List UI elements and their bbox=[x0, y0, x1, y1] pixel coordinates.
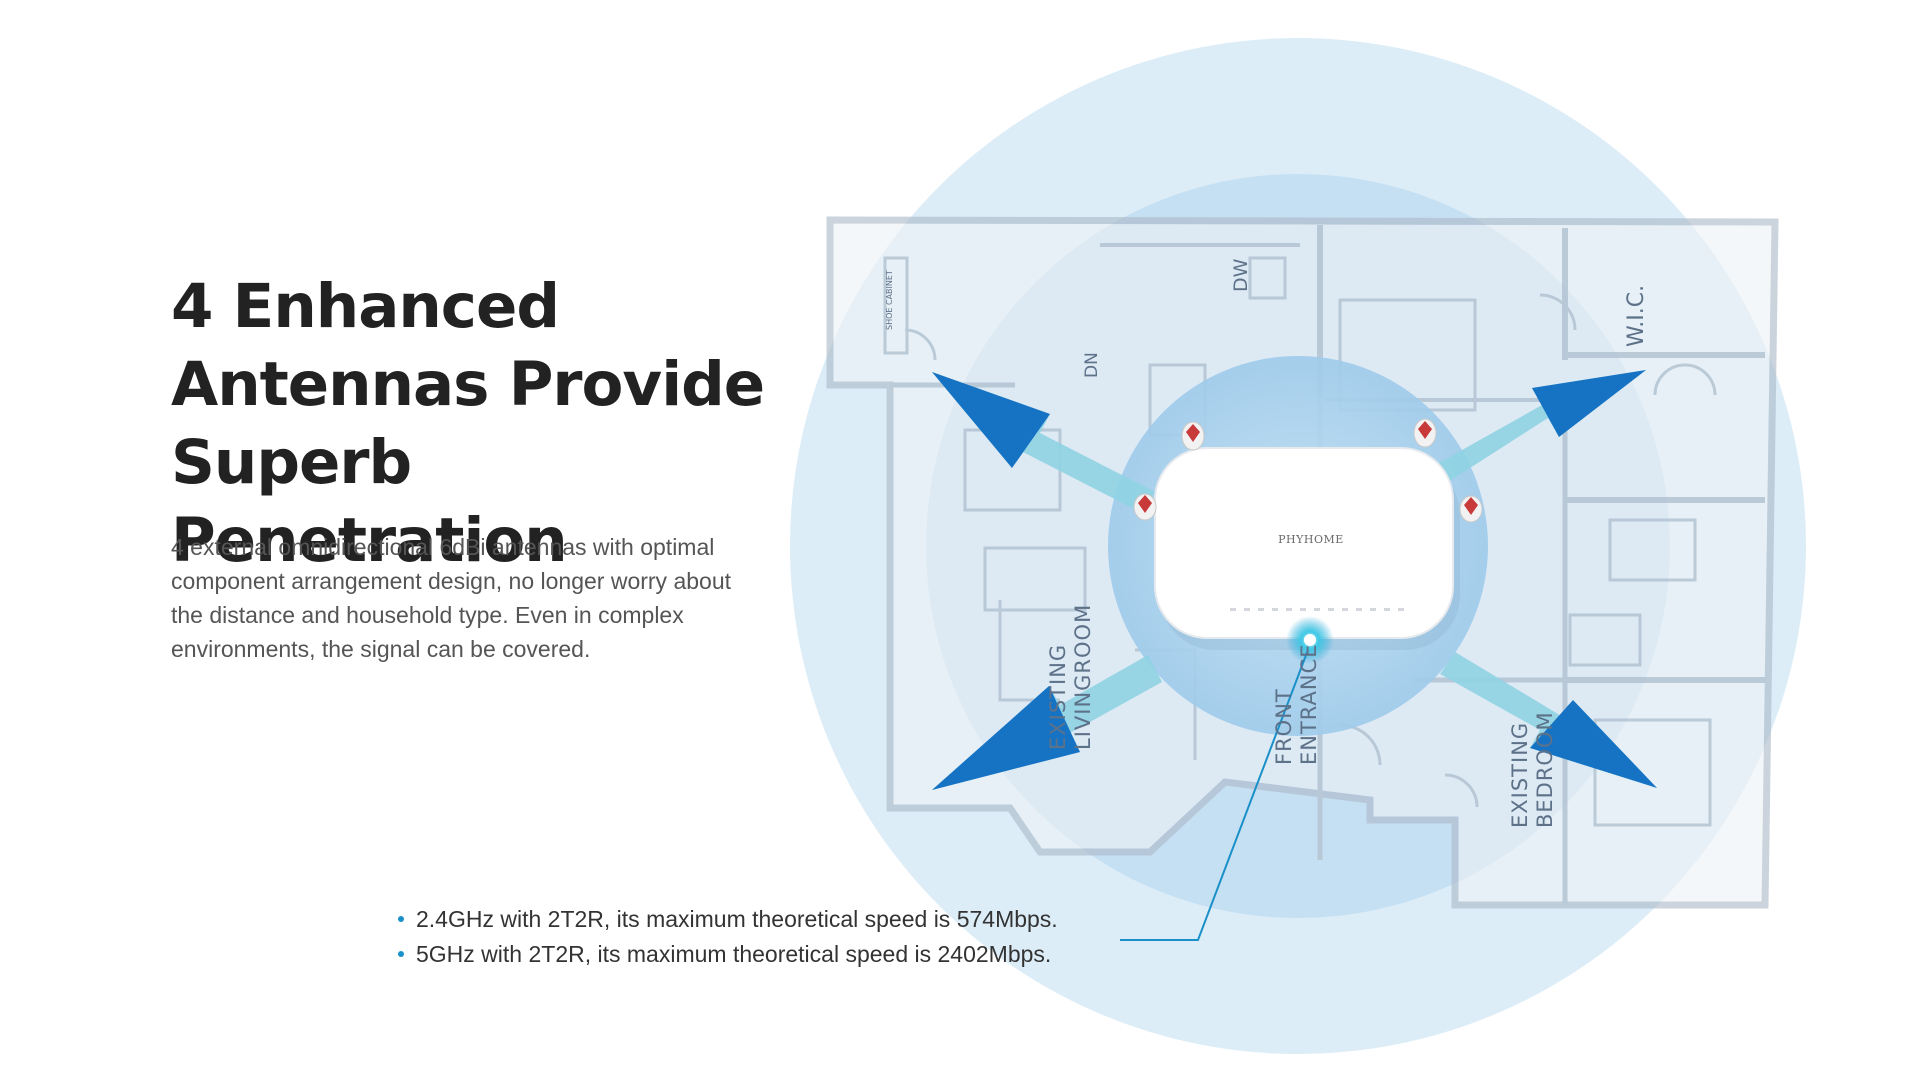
label-wic: W.I.C. bbox=[1624, 284, 1649, 347]
bullet-dot-icon bbox=[398, 916, 404, 922]
spec-item: 2.4GHz with 2T2R, its maximum theoretica… bbox=[396, 902, 1058, 937]
room-label-livingroom: EXISTING LIVINGROOM bbox=[1046, 603, 1095, 750]
label-dn: DN bbox=[1082, 352, 1102, 378]
router bbox=[1133, 418, 1483, 650]
led-dot bbox=[1304, 634, 1316, 646]
description-line-3: the distance and household type. Even in… bbox=[171, 602, 684, 628]
antenna-left bbox=[1133, 493, 1157, 521]
signal-arrows bbox=[932, 370, 1657, 790]
router-status-lights bbox=[1230, 608, 1404, 611]
label-dw: DW bbox=[1230, 258, 1252, 292]
room-label-entrance: FRONT ENTRANCE bbox=[1272, 643, 1321, 765]
description: 4 external omnidirectional 6dBi antennas… bbox=[171, 530, 791, 666]
callout-line bbox=[1120, 649, 1309, 941]
description-line-4: environments, the signal can be covered. bbox=[171, 636, 591, 662]
router-brand-logo: PHYHOME bbox=[1278, 533, 1344, 546]
headline: 4 Enhanced Antennas Provide Superb Penet… bbox=[171, 268, 791, 580]
antenna-top-left bbox=[1181, 421, 1205, 451]
spec-item: 5GHz with 2T2R, its maximum theoretical … bbox=[396, 937, 1058, 972]
description-line-2: component arrangement design, no longer … bbox=[171, 568, 732, 594]
headline-line-1: 4 Enhanced bbox=[171, 271, 560, 342]
spec-text: 2.4GHz with 2T2R, its maximum theoretica… bbox=[416, 906, 1058, 932]
description-line-1: 4 external omnidirectional 6dBi antennas… bbox=[171, 534, 715, 560]
antenna-right bbox=[1459, 495, 1483, 523]
antenna-top-right bbox=[1413, 418, 1437, 448]
bullet-dot-icon bbox=[398, 951, 404, 957]
headline-line-2: Antennas Provide bbox=[171, 349, 765, 420]
spec-text: 5GHz with 2T2R, its maximum theoretical … bbox=[416, 941, 1052, 967]
headline-line-3: Superb Penetration bbox=[171, 427, 568, 576]
room-label-bedroom: EXISTING BEDROOM bbox=[1508, 711, 1557, 828]
spec-list: 2.4GHz with 2T2R, its maximum theoretica… bbox=[396, 902, 1058, 972]
label-shoe-cabinet: SHOE CABINET bbox=[885, 270, 894, 330]
